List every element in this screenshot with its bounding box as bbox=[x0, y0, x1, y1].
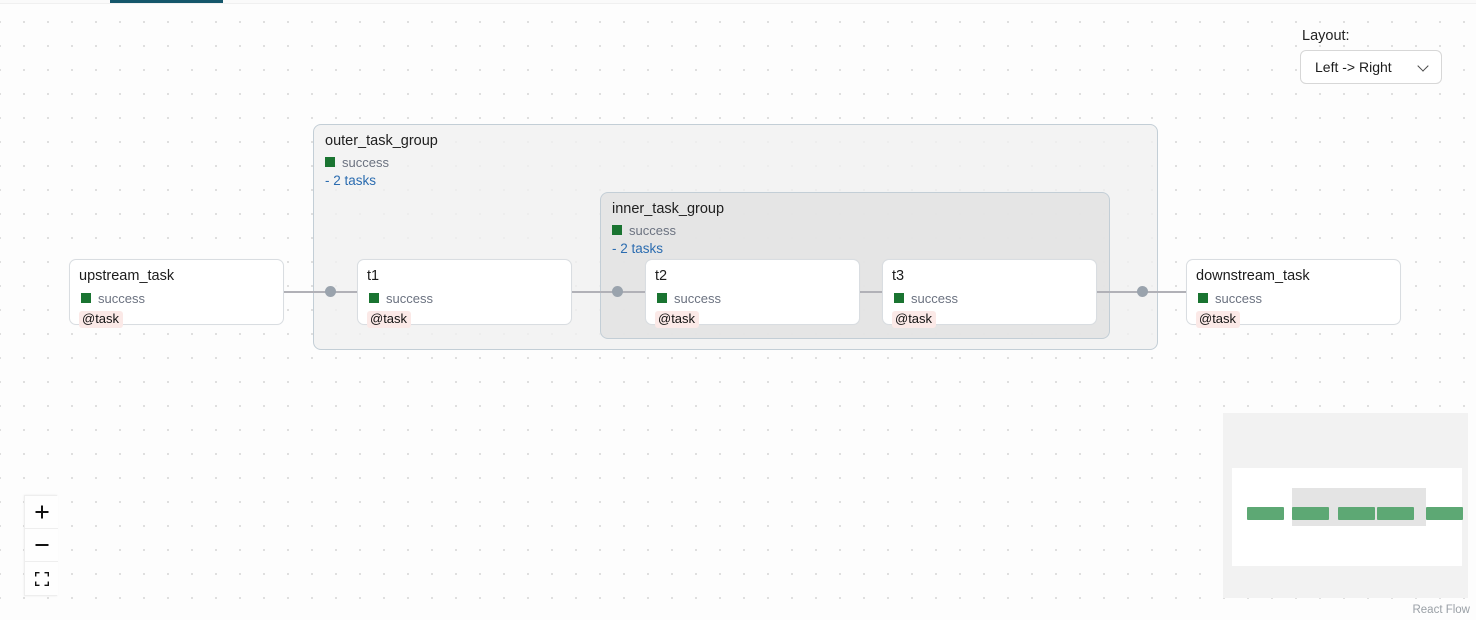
task-group-outer-status: success bbox=[325, 156, 1157, 169]
tab-strip bbox=[0, 0, 1476, 4]
fit-view-icon bbox=[34, 571, 49, 586]
task-node-downstream-task[interactable]: downstream_task success @task bbox=[1186, 259, 1401, 328]
task-node-title: t1 bbox=[367, 268, 380, 284]
minus-icon bbox=[35, 544, 48, 546]
task-node-t1[interactable]: t1 success @task bbox=[357, 259, 572, 328]
task-node-status: success bbox=[369, 291, 571, 306]
task-node-t3[interactable]: t3 success @task bbox=[882, 259, 1097, 328]
layout-select-value: Left -> Right bbox=[1315, 59, 1392, 75]
edge-handle-dot[interactable] bbox=[612, 286, 623, 297]
react-flow-attribution[interactable]: React Flow bbox=[1412, 604, 1470, 616]
task-group-inner-title: inner_task_group bbox=[612, 201, 725, 217]
minimap-node bbox=[1292, 507, 1329, 520]
layout-label: Layout: bbox=[1302, 28, 1350, 44]
status-square-icon bbox=[612, 225, 622, 235]
task-node-operator-badge: @task bbox=[79, 310, 124, 328]
minimap-node bbox=[1247, 507, 1284, 520]
layout-panel: Layout: Left -> Right bbox=[1300, 28, 1442, 84]
active-tab-underline bbox=[110, 0, 223, 3]
task-group-outer-tasks-toggle[interactable]: - 2 tasks bbox=[325, 172, 377, 188]
task-node-title: t2 bbox=[655, 268, 668, 284]
edge-handle-dot[interactable] bbox=[325, 286, 336, 297]
task-group-inner-status: success bbox=[612, 224, 1109, 237]
zoom-out-button[interactable] bbox=[25, 529, 58, 562]
zoom-in-button[interactable] bbox=[25, 496, 58, 529]
task-node-title: downstream_task bbox=[1196, 268, 1310, 284]
task-group-outer-title: outer_task_group bbox=[325, 133, 438, 149]
task-group-inner-status-text: success bbox=[629, 222, 676, 238]
task-group-inner-header: inner_task_group success - 2 tasks bbox=[601, 193, 1109, 255]
minimap[interactable] bbox=[1223, 413, 1468, 598]
task-node-status: success bbox=[894, 291, 1096, 306]
task-node-title: upstream_task bbox=[79, 268, 175, 284]
status-square-icon bbox=[1198, 293, 1208, 303]
edge-t1-to-t2[interactable] bbox=[572, 291, 645, 293]
task-node-status: success bbox=[81, 291, 283, 306]
task-node-status-text: success bbox=[911, 290, 958, 306]
fit-view-button[interactable] bbox=[25, 562, 58, 595]
status-square-icon bbox=[325, 157, 335, 167]
zoom-controls bbox=[24, 495, 58, 596]
task-group-outer-status-text: success bbox=[342, 154, 389, 170]
edge-handle-dot[interactable] bbox=[1137, 286, 1148, 297]
minimap-node bbox=[1377, 507, 1414, 520]
status-square-icon bbox=[369, 293, 379, 303]
layout-select[interactable]: Left -> Right bbox=[1300, 50, 1442, 84]
task-node-operator-badge: @task bbox=[892, 310, 937, 328]
status-square-icon bbox=[81, 293, 91, 303]
task-node-status-text: success bbox=[1215, 290, 1262, 306]
task-node-title: t3 bbox=[892, 268, 905, 284]
edge-upstream-to-t1[interactable] bbox=[284, 291, 357, 293]
task-group-outer-header: outer_task_group success - 2 tasks bbox=[314, 125, 1157, 187]
task-group-inner-tasks-toggle[interactable]: - 2 tasks bbox=[612, 240, 664, 256]
task-node-status-text: success bbox=[386, 290, 433, 306]
task-node-upstream-task[interactable]: upstream_task success @task bbox=[69, 259, 284, 328]
task-node-operator-badge: @task bbox=[1196, 310, 1241, 328]
task-node-status: success bbox=[1198, 291, 1400, 306]
status-square-icon bbox=[894, 293, 904, 303]
edge-t2-to-t3[interactable] bbox=[860, 291, 882, 293]
task-node-operator-badge: @task bbox=[367, 310, 412, 328]
task-node-operator-badge: @task bbox=[655, 310, 700, 328]
minimap-node bbox=[1338, 507, 1375, 520]
status-square-icon bbox=[657, 293, 667, 303]
task-node-t2[interactable]: t2 success @task bbox=[645, 259, 860, 328]
task-node-status-text: success bbox=[674, 290, 721, 306]
chevron-down-icon bbox=[1418, 61, 1430, 73]
task-node-status-text: success bbox=[98, 290, 145, 306]
plus-icon bbox=[35, 505, 48, 519]
minimap-node bbox=[1426, 507, 1463, 520]
task-node-status: success bbox=[657, 291, 859, 306]
